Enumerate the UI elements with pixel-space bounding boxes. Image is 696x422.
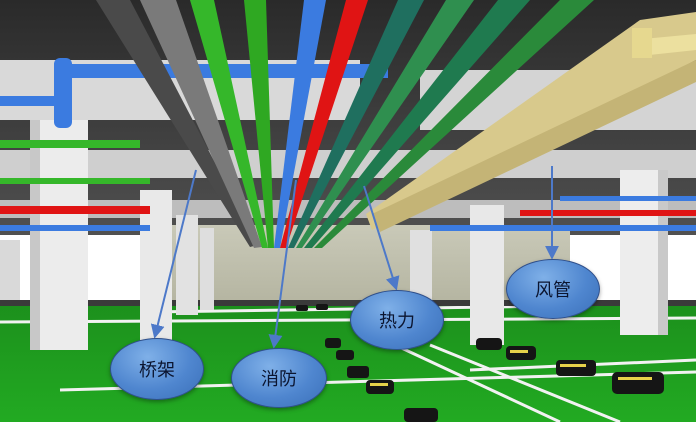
overhead-pipes bbox=[96, 0, 594, 248]
fire-pipe-green-2 bbox=[244, 0, 274, 248]
columns bbox=[0, 120, 668, 350]
pipe-blue bbox=[274, 0, 326, 248]
heat-pipe-teal-3 bbox=[304, 0, 530, 248]
label-bubble-fire-protection: 消防 bbox=[231, 348, 327, 408]
fire-pipe-green-1 bbox=[190, 0, 268, 248]
label-bubble-air-duct: 风管 bbox=[506, 259, 600, 319]
heat-pipe-teal-1 bbox=[288, 0, 424, 248]
air-duct bbox=[366, 12, 696, 232]
arrow-qiaojia bbox=[150, 169, 197, 339]
cable-tray-1 bbox=[96, 0, 258, 247]
arrow-reli bbox=[363, 185, 400, 291]
stopper-highlights bbox=[370, 350, 652, 386]
cable-tray-2 bbox=[140, 0, 262, 248]
heat-pipe-teal-2 bbox=[296, 0, 474, 248]
label-bubble-cable-tray: 桥架 bbox=[110, 338, 204, 400]
arrow-xiaofang bbox=[268, 179, 297, 349]
pipe-red bbox=[280, 0, 368, 248]
heat-pipe-teal-4 bbox=[314, 0, 594, 248]
floor-walkway bbox=[0, 300, 696, 306]
callout-arrows bbox=[150, 166, 559, 349]
label-bubble-heating: 热力 bbox=[350, 290, 444, 350]
